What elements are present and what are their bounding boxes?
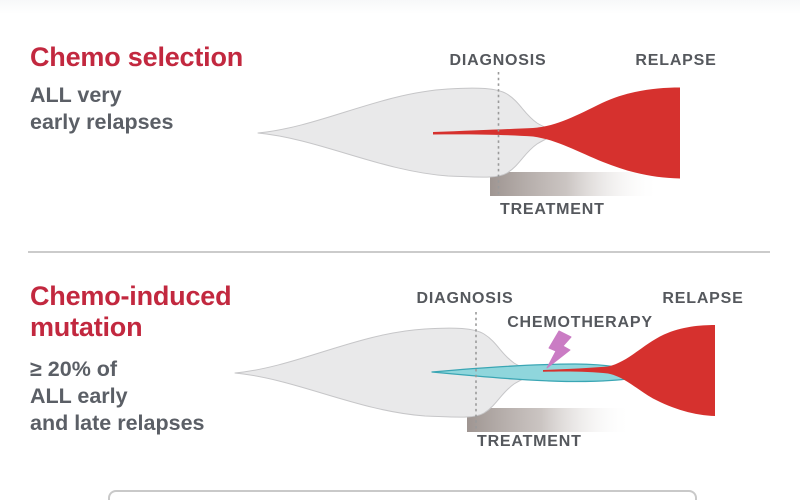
panel2-treatment-bar — [467, 408, 632, 432]
panel1-title: Chemo selection — [30, 42, 244, 72]
bottom-legend-box — [108, 490, 697, 500]
panel1-clone-evolution-diagram — [257, 72, 680, 196]
panel2-diagnosis-label: DIAGNOSIS — [416, 290, 514, 307]
panel2-relapse-clone-shape — [543, 325, 715, 416]
panel1-relapse-clone-shape — [433, 87, 680, 179]
panel1-relapse-label: RELAPSE — [635, 52, 717, 69]
panel2-clone-evolution-diagram — [234, 312, 715, 432]
panel-divider — [28, 251, 770, 253]
panel1-subtitle: ALL very early relapses — [30, 83, 174, 134]
panel2-subtitle: ≥ 20% of ALL early and late relapses — [30, 357, 205, 435]
panel2-chemotherapy-label: CHEMOTHERAPY — [507, 314, 653, 331]
panel1-treatment-bar — [490, 172, 660, 196]
lightning-bolt-icon — [546, 330, 572, 369]
panel2-title: Chemo-induced mutation — [30, 281, 232, 342]
panel1-diagnosis-label: DIAGNOSIS — [449, 52, 547, 69]
panel2-relapse-label: RELAPSE — [662, 290, 744, 307]
panel1-treatment-label: TREATMENT — [500, 201, 605, 218]
panel2-treatment-label: TREATMENT — [477, 433, 582, 450]
top-edge-fade — [0, 0, 800, 14]
